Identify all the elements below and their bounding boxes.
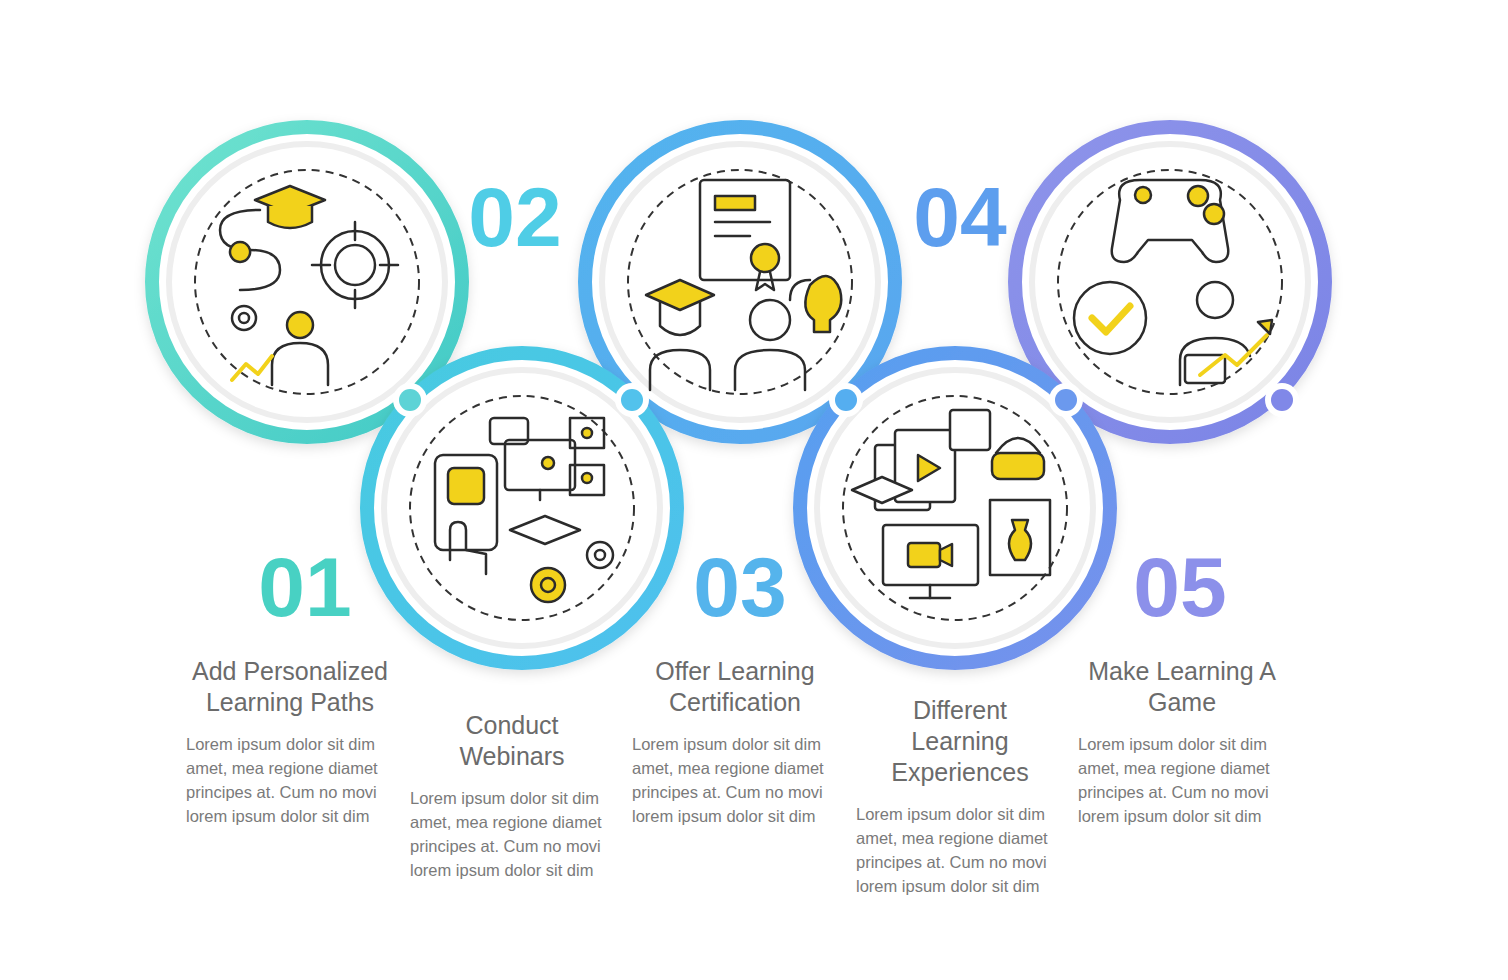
step-heading: Add Personalized Learning Paths [165, 656, 415, 718]
step-number: 05 [1133, 545, 1226, 629]
step-block: Offer Learning CertificationLorem ipsum … [610, 656, 860, 828]
step-block: Make Learning A GameLorem ipsum dolor si… [1057, 656, 1307, 828]
step-number: 04 [913, 175, 1006, 259]
step-description: Lorem ipsum dolor sit dim amet, mea regi… [410, 786, 632, 882]
step-heading: Make Learning A Game [1082, 656, 1282, 718]
step-ring [152, 127, 1325, 663]
step-block: Conduct WebinarsLorem ipsum dolor sit di… [387, 710, 637, 882]
step-description: Lorem ipsum dolor sit dim amet, mea regi… [1078, 732, 1300, 828]
junction-dot [393, 383, 1299, 417]
step-block: Different Learning ExperiencesLorem ipsu… [835, 695, 1085, 898]
step-description: Lorem ipsum dolor sit dim amet, mea regi… [856, 802, 1078, 898]
step-heading: Different Learning Experiences [875, 695, 1045, 788]
path-icon [220, 186, 398, 385]
media-icon [852, 410, 1050, 598]
certificate-icon [646, 180, 841, 390]
step-number: 03 [693, 545, 786, 629]
step-block: Add Personalized Learning PathsLorem ips… [165, 656, 415, 828]
webinar-icon [435, 418, 613, 602]
step-number: 01 [258, 545, 351, 629]
step-description: Lorem ipsum dolor sit dim amet, mea regi… [186, 732, 408, 828]
step-number: 02 [468, 175, 561, 259]
step-heading: Offer Learning Certification [610, 656, 860, 718]
step-description: Lorem ipsum dolor sit dim amet, mea regi… [632, 732, 854, 828]
game-icon [1074, 180, 1272, 385]
step-heading: Conduct Webinars [422, 710, 602, 772]
